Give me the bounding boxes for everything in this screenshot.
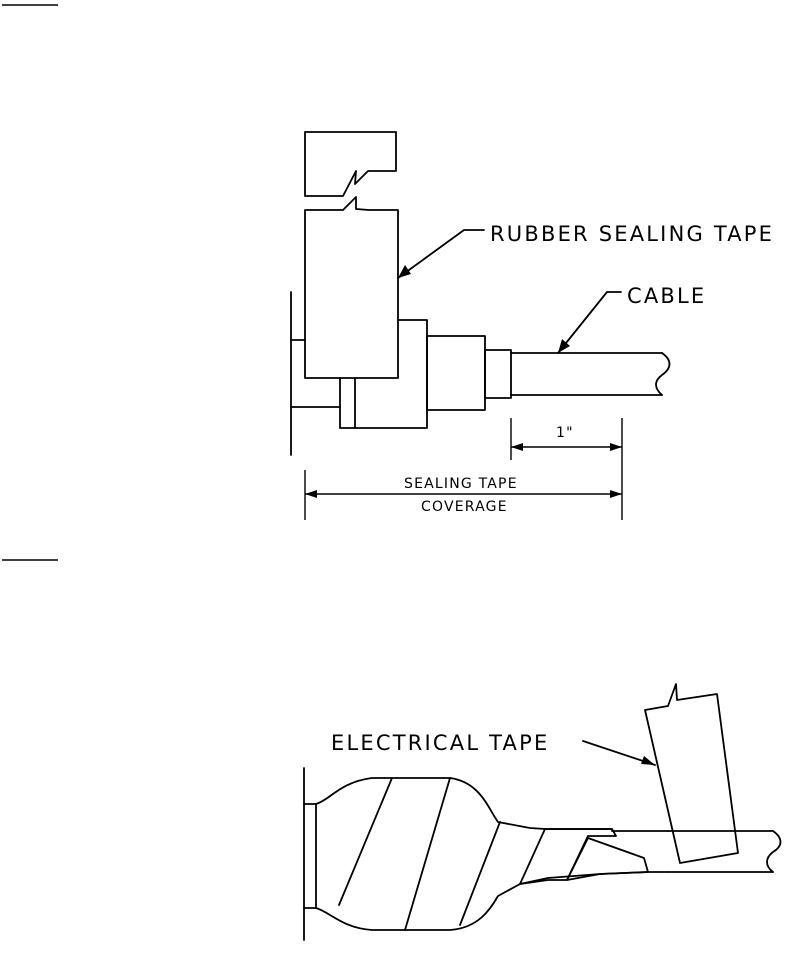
rubber-tape-leader-arrow xyxy=(398,265,411,278)
top-figure: RUBBER SEALING TAPE CABLE 1" SEALING TAP… xyxy=(291,132,774,520)
rubber-sealing-tape-label: RUBBER SEALING TAPE xyxy=(490,222,774,246)
dim-coverage-arrow-right xyxy=(610,490,622,498)
electrical-tape-roll xyxy=(645,684,738,863)
tape-wrap-line-3 xyxy=(460,822,500,925)
tape-roll-top-segment xyxy=(305,132,396,196)
dim-1in-label: 1" xyxy=(556,425,574,441)
cable-clamp xyxy=(427,336,485,410)
electrical-tape-label: ELECTRICAL TAPE xyxy=(331,731,549,755)
dim-coverage-label-line2: COVERAGE xyxy=(421,499,508,515)
cable-break-end xyxy=(656,353,670,395)
tape-wrap-line-1 xyxy=(339,778,392,905)
dim-1in-arrow-right xyxy=(610,443,622,451)
dim-1in-arrow-left xyxy=(511,443,523,451)
bottom-connector-flange xyxy=(304,804,316,908)
bottom-figure: ELECTRICAL TAPE xyxy=(304,684,781,940)
cable-jacket-step xyxy=(485,350,511,398)
bottom-cable-break-end xyxy=(767,831,781,872)
tape-wrap-outline-top xyxy=(316,778,668,831)
electrical-tape-leader-arrow xyxy=(641,756,655,765)
rubber-sealing-tape-body xyxy=(305,197,398,378)
connector-body xyxy=(340,320,427,428)
cable-label: CABLE xyxy=(627,284,706,308)
dim-coverage-label-line1: SEALING TAPE xyxy=(404,476,518,492)
rubber-tape-leader xyxy=(398,230,484,278)
tape-wrap-line-2 xyxy=(405,778,450,930)
tape-wrap-segment-2 xyxy=(567,838,648,880)
dim-coverage-arrow-left xyxy=(305,490,317,498)
tape-wrap-outline-bottom xyxy=(316,872,668,930)
